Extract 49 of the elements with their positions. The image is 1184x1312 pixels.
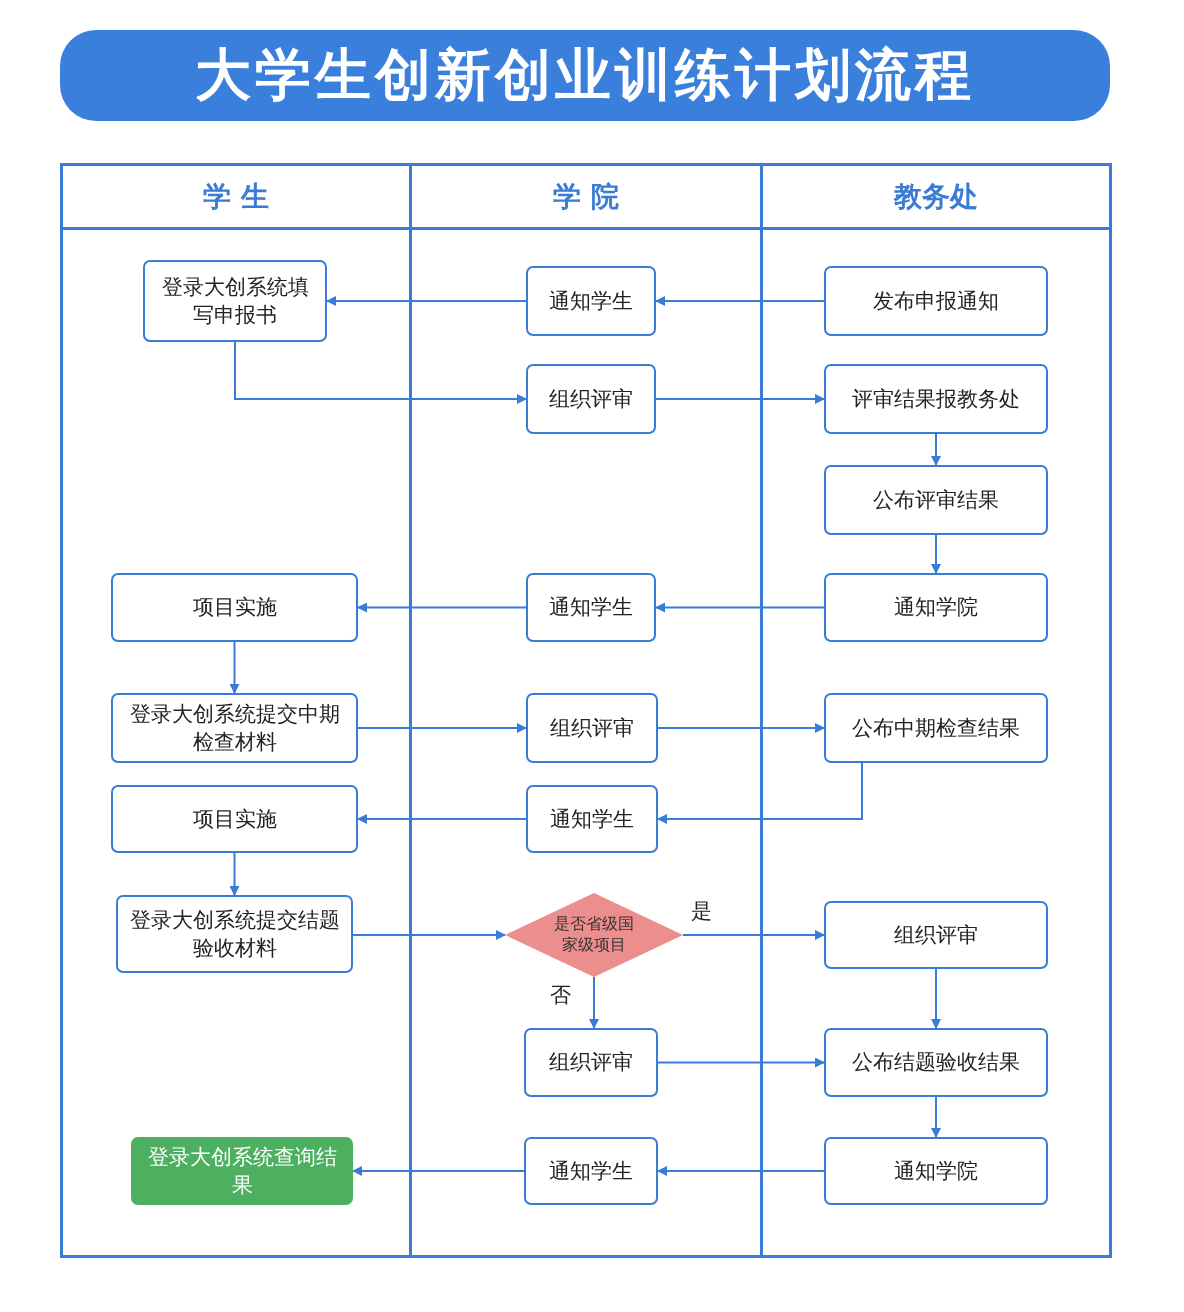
arrow (931, 968, 941, 1029)
lane-header: 教务处 (763, 166, 1109, 230)
arrow (326, 296, 527, 306)
process-box: 公布评审结果 (824, 465, 1048, 535)
swimlane (409, 163, 763, 1258)
process-box: 通知学生 (524, 1137, 658, 1205)
arrow (229, 641, 240, 694)
arrow (657, 762, 863, 824)
process-box: 公布结题验收结果 (824, 1028, 1048, 1097)
process-box: 登录大创系统查询结果 (131, 1137, 353, 1205)
arrow (352, 930, 506, 940)
process-box: 通知学生 (526, 266, 656, 336)
process-box: 项目实施 (111, 573, 358, 642)
arrow (229, 852, 240, 896)
process-box: 组织评审 (524, 1028, 658, 1097)
process-box: 组织评审 (824, 901, 1048, 969)
arrow (682, 930, 825, 940)
arrow (234, 341, 527, 404)
arrow (657, 1166, 825, 1176)
arrow (589, 976, 599, 1029)
arrow (655, 394, 825, 404)
process-box: 项目实施 (111, 785, 358, 853)
process-box: 登录大创系统填写申报书 (143, 260, 327, 342)
swimlane (760, 163, 1112, 1258)
process-box: 通知学院 (824, 1137, 1048, 1205)
process-box: 登录大创系统提交结题验收材料 (116, 895, 353, 973)
swimlane (60, 163, 412, 1258)
arrow (357, 723, 527, 733)
arrow (657, 1057, 825, 1068)
arrow (931, 1096, 941, 1138)
arrow (352, 1166, 525, 1176)
process-box: 评审结果报教务处 (824, 364, 1048, 434)
arrow (931, 433, 941, 466)
arrow (931, 534, 941, 574)
process-box: 通知学生 (526, 573, 656, 642)
process-box: 通知学生 (526, 785, 658, 853)
arrow (655, 602, 825, 613)
arrow (655, 296, 825, 306)
process-box: 登录大创系统提交中期检查材料 (111, 693, 358, 763)
process-box: 组织评审 (526, 693, 658, 763)
title-banner: 大学生创新创业训练计划流程 (60, 30, 1110, 121)
decision-diamond: 是否省级国家级项目 (505, 893, 683, 977)
process-box: 组织评审 (526, 364, 656, 434)
process-box: 发布申报通知 (824, 266, 1048, 336)
arrow (357, 602, 527, 613)
arrow (657, 723, 825, 733)
arrow (357, 814, 527, 824)
process-box: 公布中期检查结果 (824, 693, 1048, 763)
process-box: 通知学院 (824, 573, 1048, 642)
